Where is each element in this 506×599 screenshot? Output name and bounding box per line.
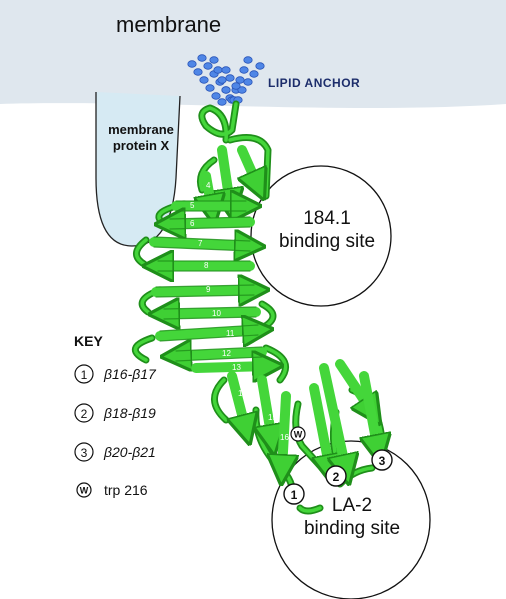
strand-number-16: 16 xyxy=(280,433,289,442)
membrane-protein-x-label: membrane protein X xyxy=(108,122,174,153)
strand-number-6: 6 xyxy=(190,219,195,228)
strand-number-8: 8 xyxy=(204,261,209,270)
key-item-w-label: trp 216 xyxy=(104,482,148,498)
key-item-1-label: β16-β17 xyxy=(104,366,156,382)
site-marker-1-label: 1 xyxy=(291,488,298,502)
membrane-band xyxy=(0,0,506,108)
key-symbol-2: 2 xyxy=(74,403,94,423)
strand-number-7: 7 xyxy=(198,239,203,248)
strand-number-4: 4 xyxy=(206,181,211,190)
strand-number-10: 10 xyxy=(212,309,221,318)
site-marker-2-label: 2 xyxy=(333,470,340,484)
strand-number-12: 12 xyxy=(222,349,231,358)
strand-number-13: 13 xyxy=(232,363,241,372)
trp-marker: W xyxy=(290,426,306,442)
strand-upper-a xyxy=(242,145,258,186)
strand-6 xyxy=(170,222,255,224)
key-symbol-3-label: 3 xyxy=(81,446,88,460)
key-title: KEY xyxy=(74,333,103,349)
strand-20 xyxy=(359,371,378,450)
site-marker-1: 1 xyxy=(283,483,305,505)
binding-site-184-label: 184.1 binding site xyxy=(278,208,376,252)
strand-14 xyxy=(232,371,246,430)
key-symbol-1: 1 xyxy=(74,364,94,384)
site-marker-3: 3 xyxy=(371,449,393,471)
membrane-label: membrane xyxy=(116,12,222,37)
protein-ribbon xyxy=(132,100,382,515)
site-marker-2: 2 xyxy=(325,465,347,487)
strand-9 xyxy=(151,290,254,292)
site-marker-3-label: 3 xyxy=(379,454,386,468)
strand-13 xyxy=(191,366,268,368)
binding-site-la2-label: LA-2 binding site xyxy=(303,495,401,539)
strand-upper-b xyxy=(222,145,230,204)
key-symbol-3: 3 xyxy=(74,442,94,462)
trp-marker-label: W xyxy=(294,430,303,440)
strand-7 xyxy=(149,242,250,246)
strand-number-15: 15 xyxy=(268,413,277,422)
key-symbol-2-label: 2 xyxy=(81,407,88,421)
lipid-anchor xyxy=(187,54,265,106)
key-symbol-w: W xyxy=(76,482,92,498)
strand-18 xyxy=(319,363,346,470)
binding-site-la2-circle xyxy=(271,440,431,599)
strand-16 xyxy=(282,391,286,470)
strand-12 xyxy=(176,352,267,356)
strand-number-14: 14 xyxy=(238,389,247,398)
lipid-anchor-label: LIPID ANCHOR xyxy=(268,76,361,90)
strand-number-11: 11 xyxy=(226,329,235,338)
strand-number-5: 5 xyxy=(190,201,195,210)
strand-10 xyxy=(164,312,261,314)
strand-number-9: 9 xyxy=(206,285,211,294)
key-symbol-1-label: 1 xyxy=(81,368,88,382)
strand-11 xyxy=(155,330,258,336)
strand-15 xyxy=(262,375,272,440)
key-item-2-label: β18-β19 xyxy=(104,405,156,421)
key-symbol-w-label: W xyxy=(80,486,89,496)
key-item-3-label: β20-β21 xyxy=(104,444,156,460)
